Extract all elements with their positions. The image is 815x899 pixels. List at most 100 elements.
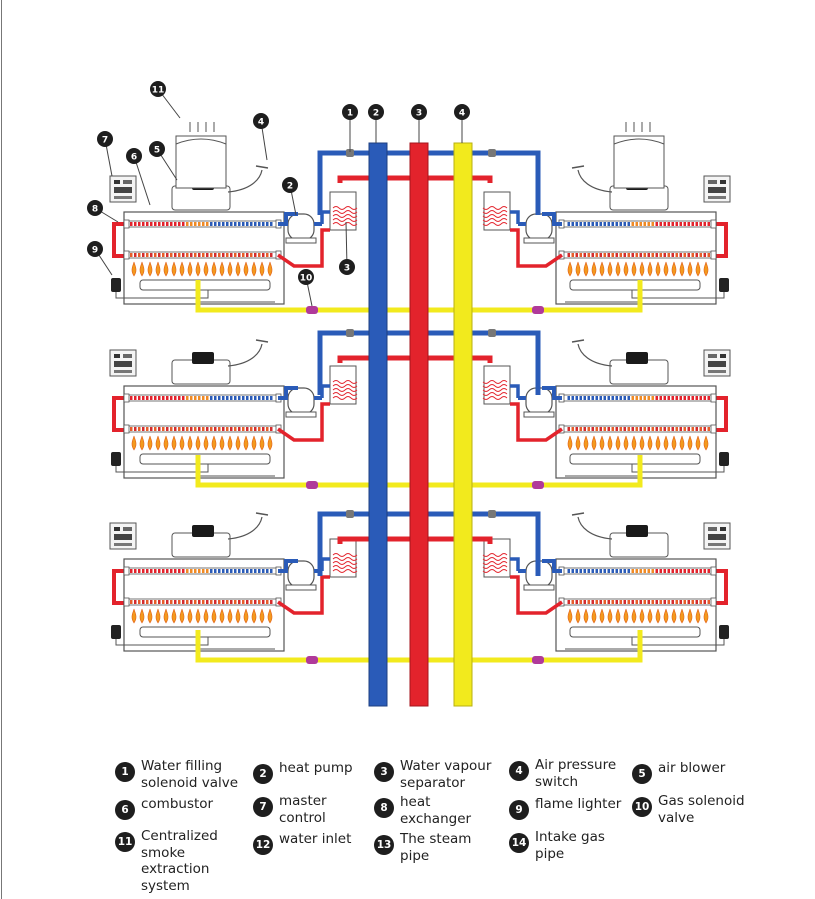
callout-number: 9 xyxy=(92,246,98,256)
callout-badge xyxy=(126,148,142,164)
flame xyxy=(227,435,233,451)
callout-number: 2 xyxy=(373,109,379,119)
flame xyxy=(139,435,145,451)
legend-badge-13: 13 xyxy=(374,835,394,855)
callout-leader xyxy=(133,155,151,206)
flame xyxy=(639,261,645,277)
flame xyxy=(663,435,669,451)
air-pressure-tube xyxy=(227,343,263,367)
legend-badge-12: 12 xyxy=(253,835,273,855)
flame xyxy=(251,435,257,451)
legend-label-2: heat pump xyxy=(279,760,353,776)
boiler-unit xyxy=(109,339,358,479)
legend-label-13: The steam pipe xyxy=(400,831,472,864)
flame-lighter xyxy=(719,278,729,292)
flame xyxy=(591,261,597,277)
flame xyxy=(179,261,185,277)
callout-number: 8 xyxy=(92,205,98,215)
legend-label-11: Centralized smoke extraction system xyxy=(141,828,218,894)
flame xyxy=(219,435,225,451)
gas-pipe xyxy=(453,142,473,707)
callout-badge xyxy=(253,113,269,129)
legend-item-10: 10 Gas solenoid valve xyxy=(632,793,745,826)
flame xyxy=(171,261,177,277)
legend-item-8: 8 heat exchanger xyxy=(374,794,471,827)
callout-number: 5 xyxy=(154,146,160,156)
flame xyxy=(583,435,589,451)
flame xyxy=(147,261,153,277)
flame xyxy=(623,435,629,451)
flame xyxy=(219,608,225,624)
flame xyxy=(575,435,581,451)
flame xyxy=(235,608,241,624)
flame xyxy=(259,608,265,624)
flame xyxy=(639,435,645,451)
burner-tray xyxy=(569,279,701,291)
heat-exchanger-loop xyxy=(712,222,728,258)
gas-solenoid-valve xyxy=(532,306,544,314)
water-branch xyxy=(317,511,541,576)
smoke-extraction xyxy=(613,135,665,189)
legend-label-9: flame lighter xyxy=(535,796,622,812)
air-pressure-tube xyxy=(577,169,613,193)
water-solenoid-valve xyxy=(346,510,354,518)
callout-badge xyxy=(368,104,384,120)
flame xyxy=(147,608,153,624)
legend-label-14: Intake gas pipe xyxy=(535,829,605,862)
legend-badge-9: 9 xyxy=(509,800,529,820)
boiler-unit xyxy=(482,122,731,305)
flame xyxy=(591,608,597,624)
flame xyxy=(623,608,629,624)
flame xyxy=(171,435,177,451)
legend-badge-6: 6 xyxy=(115,800,135,820)
legend-label-12: water inlet xyxy=(279,831,352,847)
air-pressure-tube xyxy=(227,169,263,193)
callout-number: 10 xyxy=(300,274,313,284)
flame-lighter xyxy=(111,452,121,466)
flame xyxy=(243,608,249,624)
legend-label-1: Water filling solenoid valve xyxy=(141,758,239,791)
flame xyxy=(647,261,653,277)
flame xyxy=(631,261,637,277)
air-pressure-tube xyxy=(577,516,613,540)
water-solenoid-valve xyxy=(346,149,354,157)
callout-badge xyxy=(298,269,314,285)
callout-number: 4 xyxy=(258,118,264,128)
burner-tray xyxy=(139,279,271,291)
legend-item-5: 5 air blower xyxy=(632,760,725,784)
legend-item-11: 11 Centralized smoke extraction system xyxy=(115,828,218,894)
water-solenoid-valve xyxy=(488,149,496,157)
flame xyxy=(671,435,677,451)
callout-badge xyxy=(411,104,427,120)
flame xyxy=(235,261,241,277)
callout-number: 2 xyxy=(287,182,293,192)
flame xyxy=(679,608,685,624)
flame xyxy=(187,435,193,451)
boiler-unit xyxy=(482,512,731,652)
flame xyxy=(703,435,709,451)
callout-number: 11 xyxy=(152,86,165,96)
flame xyxy=(131,261,137,277)
heat-exchanger-loop xyxy=(112,396,128,432)
water-solenoid-valve xyxy=(346,329,354,337)
legend-item-12: 12 water inlet xyxy=(253,831,351,855)
air-pressure-tube xyxy=(227,516,263,540)
legend-label-4: Air pressure switch xyxy=(535,757,617,790)
flame xyxy=(663,261,669,277)
flame xyxy=(267,435,273,451)
legend-badge-8: 8 xyxy=(374,798,394,818)
frame-edge xyxy=(1,0,2,899)
heat-pump xyxy=(287,213,315,241)
flame xyxy=(203,435,209,451)
flame xyxy=(163,608,169,624)
flame-lighter xyxy=(719,452,729,466)
flame xyxy=(679,435,685,451)
heat-exchanger-loop xyxy=(712,396,728,432)
burner-tray xyxy=(569,453,701,465)
legend-badge-4: 4 xyxy=(509,761,529,781)
water-branch xyxy=(317,330,541,395)
flame xyxy=(679,261,685,277)
flame xyxy=(599,261,605,277)
